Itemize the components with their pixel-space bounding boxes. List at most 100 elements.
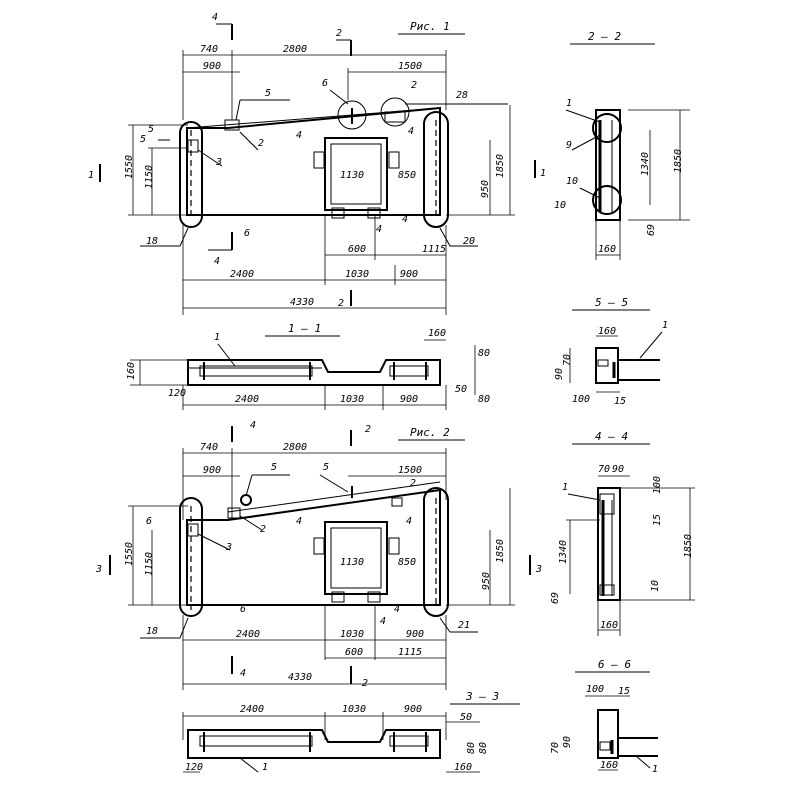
fig1-dim-900: 900 xyxy=(203,61,221,72)
fig1-callout-18: 18 xyxy=(146,236,158,247)
section-6-6-dim-90: 90 xyxy=(562,736,573,748)
fig1-dim-740: 740 xyxy=(200,44,218,55)
section-5-5-dim-160: 160 xyxy=(598,326,616,337)
section-2-2: 2 — 2 1 9 10 1850 1340 10 69 160 xyxy=(554,30,690,260)
fig2-callout-4c: 4 xyxy=(394,604,400,615)
section-1-1-dim-160-left: 160 xyxy=(126,362,137,380)
section-3-3-dim-80b: 80 xyxy=(478,742,489,754)
section-2-2-dim-10: 10 xyxy=(554,200,566,211)
section-6-6-callout: 1 xyxy=(652,764,658,775)
section-1-1-dim-50: 50 xyxy=(455,384,467,395)
section-4-4-callout: 1 xyxy=(562,482,568,493)
fig1-dim-2400: 2400 xyxy=(230,269,254,280)
section-2-2-dim-160: 160 xyxy=(598,244,616,255)
section-2-2-dim-1850: 1850 xyxy=(673,149,684,173)
section-3-3-title: 3 — 3 xyxy=(465,690,499,703)
fig1-callout-5: 5 xyxy=(265,88,271,99)
section-4-4-dim-69: 69 xyxy=(550,592,561,604)
section-6-6-title: 6 — 6 xyxy=(598,658,631,671)
fig1-section-mark-2-top: 2 xyxy=(336,28,342,39)
fig2-dim-1500: 1500 xyxy=(398,465,422,476)
figure-1-title: Рис. 1 xyxy=(410,20,450,33)
fig2-dim-2400: 2400 xyxy=(236,629,260,640)
fig2-left-dim-1150: 1150 xyxy=(144,552,155,576)
fig2-callout-21: 21 xyxy=(458,620,470,631)
fig1-section-mark-1-right: 1 xyxy=(540,168,546,179)
fig2-dim-900: 900 xyxy=(203,465,221,476)
section-3-3: 3 — 3 2400 1030 900 50 80 80 120 1 160 xyxy=(182,690,520,773)
figure-2-title: Рис. 2 xyxy=(410,426,450,439)
fig1-callout-4a: 4 xyxy=(296,130,302,141)
section-4-4-dim-160: 160 xyxy=(600,620,618,631)
fig1-callout-20: 20 xyxy=(463,236,475,247)
section-3-3-dim-80a: 80 xyxy=(466,742,477,754)
fig1-callout-2-top: 2 xyxy=(411,80,417,91)
section-1-1-dim-1030: 1030 xyxy=(340,394,364,405)
fig1-dim-1030: 1030 xyxy=(345,269,369,280)
section-3-3-dim-50: 50 xyxy=(460,712,472,723)
section-1-1-dim-80b: 80 xyxy=(478,394,490,405)
fig1-callout-3: 3 xyxy=(215,157,222,168)
fig1-callout-28: 28 xyxy=(456,90,468,101)
fig2-dim-2800: 2800 xyxy=(283,442,307,453)
section-3-3-dim-900: 900 xyxy=(404,704,422,715)
fig2-callout-2-top: 2 xyxy=(410,478,416,489)
fig1-dim-2800: 2800 xyxy=(283,44,307,55)
fig1-callout-2: 2 xyxy=(258,138,264,149)
fig2-dim-600: 600 xyxy=(345,647,363,658)
section-4-4-dim-90: 90 xyxy=(612,464,624,475)
section-2-2-callout-10: 10 xyxy=(566,176,578,187)
fig2-right-dim-950: 950 xyxy=(481,572,492,590)
fig2-dim-4330: 4330 xyxy=(288,672,312,683)
section-5-5-title: 5 — 5 xyxy=(595,296,628,309)
figure-2: Рис. 2 4 2 740 2800 900 1500 1130 850 xyxy=(95,420,542,690)
fig1-callout-4c: 4 xyxy=(402,214,408,225)
fig1-dim-900-bottom: 900 xyxy=(400,269,418,280)
figure-1: Рис. 1 4 2 740 2800 900 1500 xyxy=(88,12,546,315)
fig1-section-mark-1-left: 1 xyxy=(88,170,94,181)
fig1-section-mark-5: 5 xyxy=(148,124,154,135)
fig2-callout-4d: 4 xyxy=(380,616,386,627)
fig2-section-mark-2-bottom: 2 xyxy=(362,678,368,689)
fig2-section-mark-3-right: 3 xyxy=(535,564,542,575)
section-5-5-callout: 1 xyxy=(662,320,668,331)
fig2-dim-1030: 1030 xyxy=(340,629,364,640)
fig1-callout-6: 6 xyxy=(322,78,328,89)
section-4-4-dim-10: 10 xyxy=(650,580,661,592)
fig2-dim-900-bottom: 900 xyxy=(406,629,424,640)
fig2-section-mark-2-top: 2 xyxy=(365,424,371,435)
fig1-inner-dim-850: 850 xyxy=(398,170,416,181)
section-5-5-dim-70: 70 xyxy=(562,354,573,366)
fig2-right-dim-1850: 1850 xyxy=(495,539,506,563)
section-5-5-dim-100: 100 xyxy=(572,394,590,405)
fig1-dim-600: 600 xyxy=(348,244,366,255)
fig2-callout-6-bottom: 6 xyxy=(240,604,246,615)
section-4-4-title: 4 — 4 xyxy=(595,430,628,443)
section-5-5-dim-15: 15 xyxy=(614,396,626,407)
section-3-3-dim-160: 160 xyxy=(454,762,472,773)
section-2-2-dim-69: 69 xyxy=(646,224,657,236)
section-1-1-dim-160: 160 xyxy=(428,328,446,339)
section-3-3-callout: 1 xyxy=(262,762,268,773)
section-2-2-dim-1340: 1340 xyxy=(640,152,651,176)
section-5-5: 5 — 5 160 1 90 70 100 15 xyxy=(554,296,668,407)
section-6-6: 6 — 6 100 15 70 90 160 1 xyxy=(550,658,658,775)
section-2-2-callout-1: 1 xyxy=(566,98,572,109)
fig1-left-dim-1550: 1550 xyxy=(124,155,135,179)
fig1-callout-6-bottom: 6 xyxy=(244,228,250,239)
fig1-callout-4d: 4 xyxy=(376,224,382,235)
section-4-4: 4 — 4 70 90 1 100 15 1340 1850 10 69 160 xyxy=(550,430,695,636)
section-5-5-dim-90: 90 xyxy=(554,368,565,380)
fig2-dim-740: 740 xyxy=(200,442,218,453)
section-6-6-dim-70: 70 xyxy=(550,742,561,754)
fig1-right-dim-950: 950 xyxy=(480,180,491,198)
fig2-section-mark-4-top: 4 xyxy=(250,420,256,431)
fig2-section-mark-6: 6 xyxy=(146,516,152,527)
section-1-1-title: 1 — 1 xyxy=(288,322,321,335)
section-1-1-dim-2400: 2400 xyxy=(235,394,259,405)
fig2-callout-2: 2 xyxy=(260,524,266,535)
section-3-3-dim-2400: 2400 xyxy=(240,704,264,715)
section-1-1-dim-80: 80 xyxy=(478,348,490,359)
fig1-right-dim-1850: 1850 xyxy=(495,154,506,178)
fig2-inner-dim-850: 850 xyxy=(398,557,416,568)
